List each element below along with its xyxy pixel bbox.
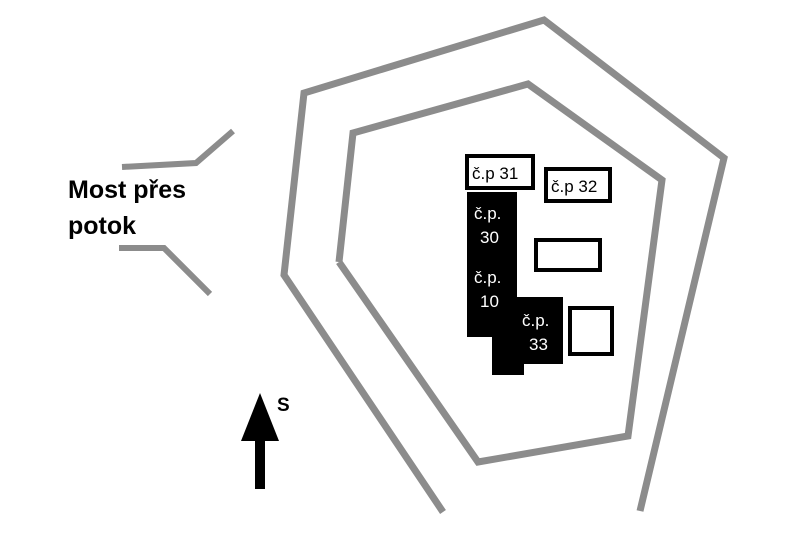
bridge-lower-rail <box>119 245 213 297</box>
bridge-label-line2: potok <box>68 212 136 240</box>
building-cp10-label-line1: č.p. <box>474 268 501 287</box>
north-arrow-icon <box>241 393 279 489</box>
bridge-upper-rail <box>121 128 235 170</box>
building-cp10-label-line2: 10 <box>480 292 499 311</box>
outer-wall-line <box>280 16 728 514</box>
building-unnamed-1 <box>534 238 602 272</box>
building-cp32-label: č.p 32 <box>551 177 597 196</box>
building-cp31 <box>465 154 535 190</box>
building-cp33-label-line2: 33 <box>529 335 548 354</box>
building-cp33-label-line1: č.p. <box>522 311 549 330</box>
building-cp32 <box>544 167 612 203</box>
north-label: S <box>277 395 290 416</box>
building-cp30-label-line1: č.p. <box>474 204 501 223</box>
building-unnamed-2 <box>568 306 614 356</box>
building-cp31-label: č.p 31 <box>472 164 518 183</box>
inner-wall-line <box>335 80 666 466</box>
building-cp30-label-line2: 30 <box>480 228 499 247</box>
bridge-label-line1: Most přes <box>68 176 186 204</box>
building-block-cp30-cp10 <box>467 192 563 375</box>
